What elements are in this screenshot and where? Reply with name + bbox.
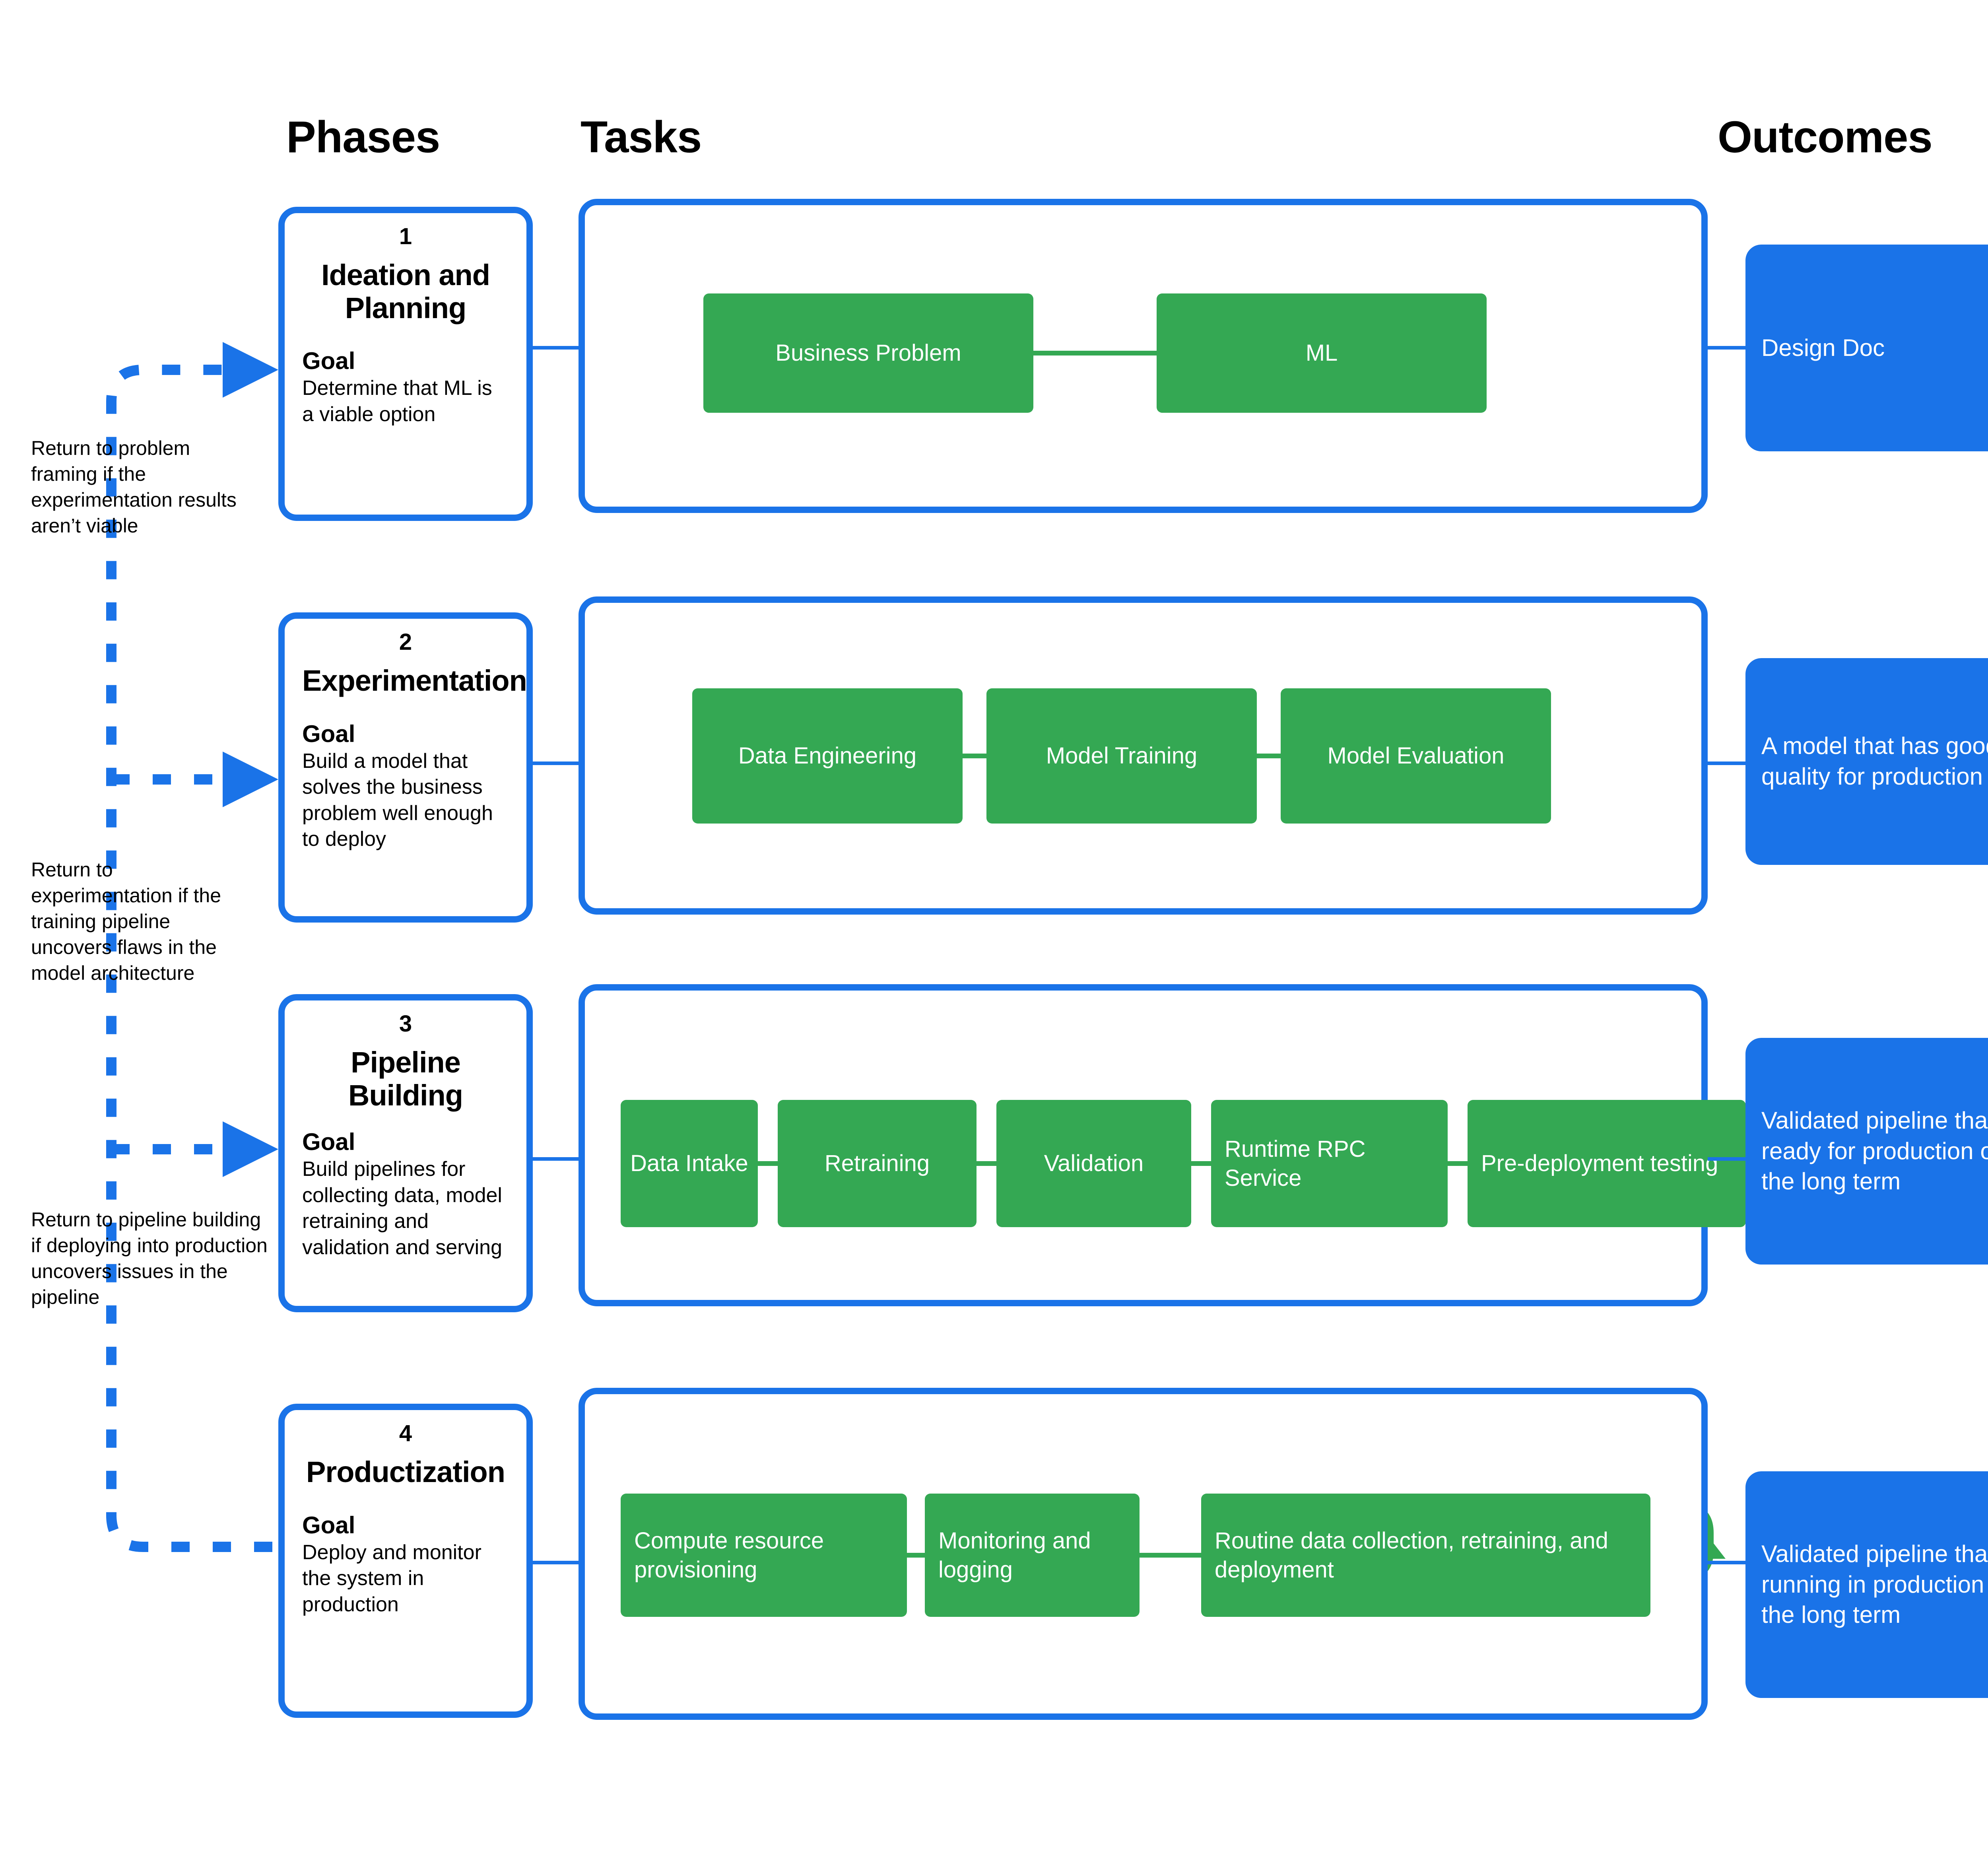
phase-card-3[interactable]: 3 Pipeline Building Goal Build pipelines…	[278, 994, 533, 1312]
phase-card-4[interactable]: 4 Productization Goal Deploy and monitor…	[278, 1404, 533, 1718]
task-box-data-engineering[interactable]: Data Engineering	[692, 688, 963, 824]
goal-text-4: Deploy and monitor the system in product…	[302, 1540, 481, 1616]
connector-tasks3-outcome	[1708, 1157, 1747, 1161]
outcome-box-2[interactable]: A model that has good quality for produc…	[1745, 658, 1988, 865]
return-note-experimentation: Return to experimentation if the trainin…	[31, 859, 221, 984]
phase-title-2: Experimentation	[302, 664, 527, 697]
return-note-problem-framing: Return to problem framing if the experim…	[31, 437, 237, 537]
task-link-1	[1033, 351, 1157, 355]
task-box-compute-resource-provisioning[interactable]: Compute resource provisioning	[621, 1494, 907, 1617]
task-box-business-problem[interactable]: Business Problem	[703, 293, 1033, 413]
task-box-monitoring-and-logging[interactable]: Monitoring and logging	[925, 1494, 1140, 1617]
outcome-box-4[interactable]: Validated pipeline that’s running in pro…	[1745, 1471, 1988, 1698]
task-box-routine-data-collection[interactable]: Routine data collection, retraining, and…	[1201, 1494, 1650, 1617]
phase-card-2[interactable]: 2 Experimentation Goal Build a model tha…	[278, 612, 533, 923]
feedback-arrowhead-phase3	[223, 1121, 278, 1177]
task-link-4a	[907, 1553, 925, 1558]
goal-text-3: Build pipelines for collecting data, mod…	[302, 1158, 502, 1259]
phase-goal-4: Goal Deploy and monitor the system in pr…	[302, 1511, 509, 1618]
task-link-3c	[1191, 1161, 1211, 1166]
goal-label-4: Goal	[302, 1511, 355, 1539]
task-box-model-training[interactable]: Model Training	[986, 688, 1257, 824]
tasks-panel-1: Business Problem ML	[579, 199, 1708, 513]
task-link-3d	[1448, 1161, 1468, 1166]
phase-number-1: 1	[399, 223, 412, 249]
connector-phase3-tasks	[533, 1157, 580, 1161]
phase-title-4: Productization	[306, 1455, 505, 1488]
tasks-panel-2: Data Engineering Model Training Model Ev…	[579, 596, 1708, 915]
phase-title-3: Pipeline Building	[348, 1045, 463, 1112]
task-link-4b	[1140, 1553, 1201, 1558]
connector-tasks1-outcome	[1708, 346, 1747, 350]
feedback-arrowhead-phase2	[223, 752, 278, 807]
task-link-3b	[977, 1161, 996, 1166]
column-header-outcomes: Outcomes	[1718, 112, 1933, 162]
outcome-box-1[interactable]: Design Doc	[1745, 245, 1988, 451]
feedback-arrowhead-phase1	[223, 342, 278, 398]
goal-label-3: Goal	[302, 1129, 355, 1156]
connector-phase2-tasks	[533, 761, 580, 765]
phase-goal-1: Goal Determine that ML is a viable optio…	[302, 347, 509, 427]
task-box-ml[interactable]: ML	[1157, 293, 1487, 413]
task-link-3a	[758, 1161, 778, 1166]
task-box-runtime-rpc-service[interactable]: Runtime RPC Service	[1211, 1100, 1448, 1227]
connector-phase4-tasks	[533, 1561, 580, 1564]
phase-card-1[interactable]: 1 Ideation and Planning Goal Determine t…	[278, 207, 533, 521]
tasks-panel-3: Data Intake Retraining Validation Runtim…	[579, 984, 1746, 1306]
column-header-tasks: Tasks	[580, 112, 702, 162]
phase-title-1: Ideation and Planning	[321, 258, 490, 324]
phase-number-2: 2	[399, 629, 412, 655]
outcome-box-3[interactable]: Validated pipeline that’s ready for prod…	[1745, 1038, 1988, 1265]
connector-tasks2-outcome	[1708, 761, 1747, 765]
connector-phase1-tasks	[533, 346, 580, 350]
phase-goal-2: Goal Build a model that solves the busin…	[302, 720, 509, 853]
phase-number-4: 4	[399, 1420, 412, 1446]
return-note-pipeline-building: Return to pipeline building if deploying…	[31, 1208, 268, 1308]
goal-label-2: Goal	[302, 720, 355, 747]
goal-label-1: Goal	[302, 348, 355, 375]
column-header-phases: Phases	[286, 112, 440, 162]
connector-tasks4-outcome	[1708, 1561, 1747, 1564]
phase-number-3: 3	[399, 1011, 412, 1037]
task-box-pre-deployment-testing[interactable]: Pre-deployment testing	[1468, 1100, 1746, 1227]
task-box-retraining[interactable]: Retraining	[778, 1100, 977, 1227]
task-box-model-evaluation[interactable]: Model Evaluation	[1281, 688, 1551, 824]
goal-text-2: Build a model that solves the business p…	[302, 749, 493, 851]
task-link-2a	[963, 754, 986, 758]
tasks-panel-4: Compute resource provisioning Monitoring…	[579, 1388, 1708, 1720]
task-link-2b	[1257, 754, 1281, 758]
task-box-validation[interactable]: Validation	[996, 1100, 1191, 1227]
goal-text-1: Determine that ML is a viable option	[302, 377, 492, 426]
phase-goal-3: Goal Build pipelines for collecting data…	[302, 1128, 509, 1261]
task-box-data-intake[interactable]: Data Intake	[621, 1100, 758, 1227]
